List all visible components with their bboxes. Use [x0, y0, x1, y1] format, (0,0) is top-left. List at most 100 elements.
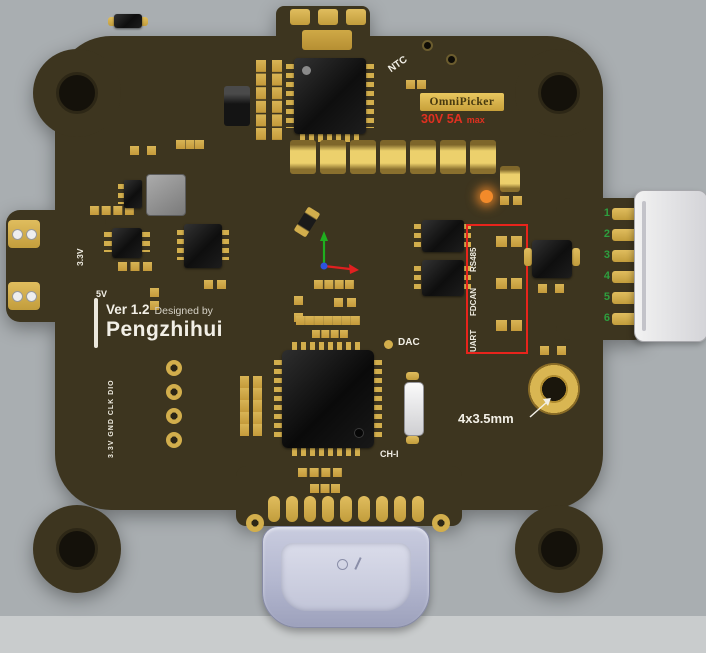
pin-number-3: 3 — [603, 249, 610, 261]
mounting-hole-bottom-right — [538, 528, 580, 570]
solder-pad — [524, 248, 532, 266]
solder-pad-grid — [500, 196, 522, 205]
ic-pins — [414, 266, 421, 292]
solder-pad-grid — [538, 284, 564, 293]
regulator-ic-chip — [112, 228, 142, 258]
castellated-pad — [286, 496, 298, 522]
driver-ic-chip — [184, 224, 222, 268]
solder-pad — [318, 9, 338, 25]
ic-pins — [104, 232, 112, 252]
rating-suffix: max — [466, 115, 485, 125]
mcu-pins-left — [274, 360, 282, 438]
castellated-pad — [340, 496, 352, 522]
rating-label: 30V 5A max — [421, 112, 521, 128]
solder-pad-grid — [176, 140, 204, 149]
interface-label-rs485: RS485 — [469, 247, 478, 272]
solder-pad-grid — [90, 206, 134, 215]
solder-pad-grid — [256, 60, 282, 140]
castellated-pad — [322, 496, 334, 522]
solder-pad-grid — [334, 298, 356, 307]
edge-pad-hole — [12, 291, 23, 302]
pin-number-4: 4 — [603, 270, 610, 282]
origin-axis-marker — [320, 231, 359, 274]
via-hole — [422, 40, 433, 51]
ntc-label: NTC — [386, 54, 410, 75]
solder-pad-grid — [314, 280, 354, 289]
solder-pad-grid — [204, 280, 226, 289]
edge-pad-group — [8, 220, 40, 248]
solder-pad-grid — [296, 316, 360, 325]
solder-pad-grid — [310, 484, 340, 493]
solder-pad-grid — [240, 376, 262, 436]
through-hole-pad — [166, 360, 182, 376]
solder-pad — [406, 372, 419, 380]
brand-badge-label: OmniPicker — [429, 96, 495, 108]
transceiver-ic-chip — [422, 260, 464, 296]
through-hole-pad — [166, 384, 182, 400]
mcu-chip — [282, 350, 374, 448]
edge-pad-hole — [26, 229, 37, 240]
solder-pad-grid — [298, 468, 342, 477]
capacitor — [320, 140, 346, 174]
mcu-corner-dimple — [354, 428, 364, 438]
pin-number-5: 5 — [603, 291, 610, 303]
crystal-component — [404, 382, 424, 436]
designed-by-label: Designed by — [154, 305, 213, 317]
mcu-pins-bottom — [292, 448, 364, 456]
inductor — [146, 174, 186, 216]
rating-value: 30V 5A — [421, 112, 463, 126]
solder-pad — [140, 17, 148, 26]
power-ic-chip — [294, 58, 366, 134]
interface-pads — [496, 278, 522, 289]
pin-number-2: 2 — [603, 228, 610, 240]
solder-pad-grid — [294, 296, 303, 322]
capacitor — [410, 140, 436, 174]
castellated-pad — [268, 496, 280, 522]
castellated-pad — [394, 496, 406, 522]
usb-marking-dot — [337, 559, 348, 570]
capacitor — [290, 140, 316, 174]
designer-name: Pengzhihui — [106, 318, 223, 341]
mount-spec-arrow-icon — [529, 398, 551, 418]
castellated-pad — [358, 496, 370, 522]
ic-pins — [300, 134, 360, 142]
version-label: Ver 1.2 — [106, 302, 150, 317]
transistor — [124, 180, 142, 208]
transceiver-ic-chip — [422, 220, 464, 252]
ic-pins — [414, 224, 421, 248]
connector-housing-groove — [642, 201, 646, 331]
gold-ring-mount-hole — [528, 363, 580, 415]
interface-label-fdcan: FDCAN — [469, 288, 478, 316]
v5-label: 5V — [96, 289, 108, 299]
solder-pad — [290, 9, 310, 25]
through-hole-pad — [166, 408, 182, 424]
ic-pins — [142, 232, 150, 252]
designer-divider-bar — [94, 298, 98, 348]
solder-pad — [108, 17, 116, 26]
version-line: Ver 1.2 Designed by — [106, 302, 276, 318]
solder-pad — [346, 9, 366, 25]
status-led-orange — [480, 190, 493, 203]
solder-pad — [406, 436, 419, 444]
right-connector-housing — [634, 190, 706, 342]
edge-pad-hole — [12, 229, 23, 240]
castellated-pad — [412, 496, 424, 522]
interface-pads — [496, 320, 522, 331]
ic-pins — [177, 230, 184, 260]
solder-pad — [572, 248, 580, 266]
ic-pin1-dot — [302, 66, 311, 75]
pin-number-1: 1 — [603, 207, 610, 219]
solder-pad-grid — [130, 146, 156, 155]
solder-pad-grid — [312, 330, 348, 338]
prog-header-label: 3.3V GND CLK DIO — [108, 379, 115, 458]
interface-label-uart: UART — [469, 329, 478, 352]
ic-pins — [366, 64, 374, 128]
usb-anchor-pad — [246, 514, 264, 532]
dac-label: DAC — [398, 337, 420, 348]
v33-label: 3.3V — [75, 248, 85, 267]
mounting-hole-bottom-left — [56, 528, 98, 570]
mount-spec-label: 4x3.5mm — [458, 411, 514, 426]
through-hole-pad — [166, 432, 182, 448]
